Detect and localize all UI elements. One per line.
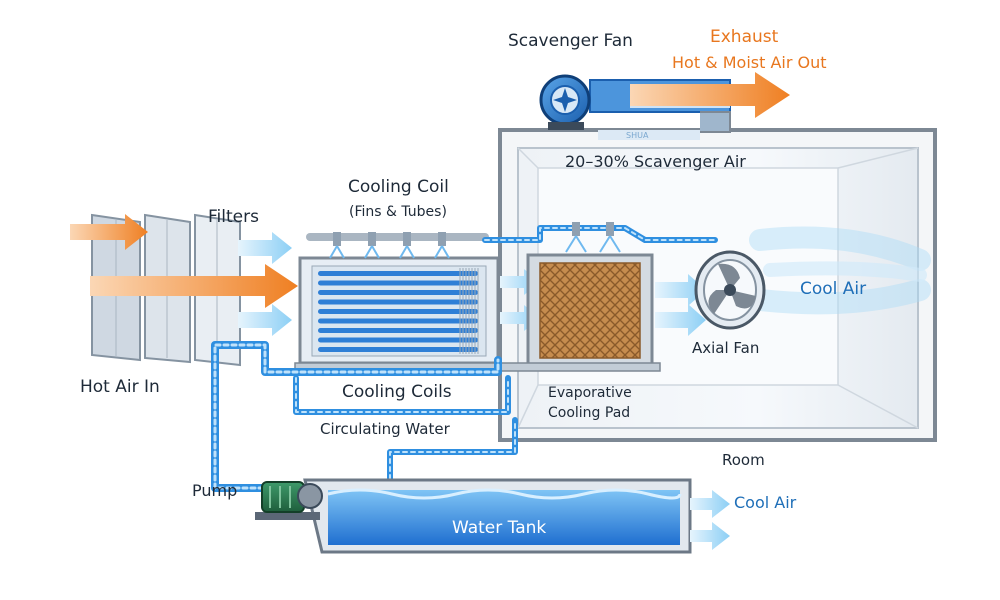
cooling-coil <box>298 256 500 365</box>
coil-tube <box>318 337 478 343</box>
water-tank <box>303 478 692 554</box>
filters-label: Filters <box>208 207 259 227</box>
coil-tube <box>318 299 478 305</box>
coil-tube <box>318 328 478 333</box>
coil-tube <box>318 271 478 276</box>
water-piping <box>211 225 718 492</box>
coil-tube <box>318 347 478 352</box>
spray-nozzle-icon <box>329 222 621 259</box>
exhaust-arrow <box>630 72 790 118</box>
cool-air-tank-label: Cool Air <box>734 493 797 512</box>
evaporative-pad-label-line1: Evaporative <box>548 385 632 401</box>
cooling-coil-label: Cooling Coil <box>348 177 449 197</box>
scavenger-fan-label: Scavenger Fan <box>508 31 633 51</box>
duct-label-plate <box>598 130 700 140</box>
duct-mark-label: SHUA <box>626 131 649 140</box>
axial-fan-label: Axial Fan <box>692 339 760 357</box>
filter-panels <box>91 213 241 367</box>
pump-label: Pump <box>192 481 238 500</box>
coil-tube <box>318 290 478 295</box>
tank-cool-air-arrows <box>690 490 730 550</box>
water-tank-label: Water Tank <box>452 518 547 538</box>
cooling-coil-sub-label: (Fins & Tubes) <box>349 204 447 220</box>
exhaust-sub-label: Hot & Moist Air Out <box>672 53 827 72</box>
room-label: Room <box>722 451 765 469</box>
hot-air-in-label: Hot Air In <box>80 377 160 397</box>
pump-icon <box>255 481 323 520</box>
circulating-water-label: Circulating Water <box>320 420 450 438</box>
coil-tube <box>318 309 478 314</box>
evaporative-pad <box>526 253 654 367</box>
cool-air-room-label: Cool Air <box>800 279 867 299</box>
coil-tube <box>318 318 478 324</box>
cooling-coils-label: Cooling Coils <box>342 382 452 402</box>
scavenger-air-label: 20–30% Scavenger Air <box>565 152 746 171</box>
evaporative-pad-label-line2: Cooling Pad <box>548 405 631 421</box>
axial-fan-icon <box>694 250 766 330</box>
hot-air-arrows <box>70 214 298 308</box>
cool-air-mist <box>749 226 931 315</box>
exhaust-label: Exhaust <box>710 27 779 47</box>
coil-tube <box>318 280 478 286</box>
